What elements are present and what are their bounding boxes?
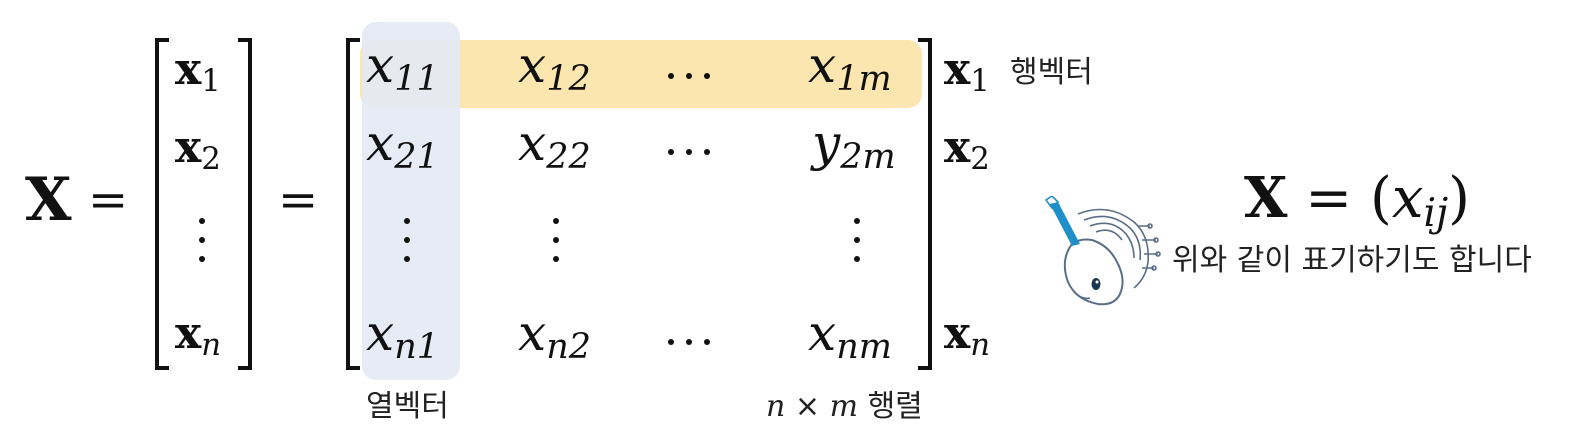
matrix-entry-12: x12	[518, 36, 591, 99]
matrix-col3-vdots	[854, 218, 860, 275]
matrix-entry-1m: x1m	[808, 36, 892, 99]
matrix-right-bracket	[918, 38, 932, 370]
second-equals: =	[278, 172, 319, 228]
compact-caption: 위와 같이 표기하기도 합니다	[1172, 243, 1532, 278]
matrix-col1-vdots	[404, 218, 410, 275]
row-vector-1: x1	[175, 44, 221, 99]
unicorn-mascot-icon	[1044, 196, 1161, 306]
matrix-row2-hdots	[668, 142, 722, 155]
matrix-entry-11: x11	[366, 36, 439, 99]
column-vector-highlight	[362, 22, 460, 380]
matrix-entry-2m: y2m	[812, 114, 896, 177]
row-vector-left-bracket	[155, 38, 169, 370]
right-label-xn: xn	[944, 308, 991, 363]
row-vector-n: xn	[175, 308, 222, 363]
row-vector-vdots	[199, 218, 205, 275]
lhs-symbol: X	[25, 165, 72, 235]
matrix-col2-vdots	[553, 218, 559, 275]
matrix-row1-hdots	[668, 66, 722, 79]
column-vector-annotation: 열벡터	[366, 389, 449, 424]
matrix-entry-n2: xn2	[518, 304, 592, 367]
matrix-entry-21: x21	[366, 114, 439, 177]
matrix-left-bracket	[346, 38, 360, 370]
lhs-equals: =	[88, 172, 129, 228]
row-vector-annotation: 행벡터	[1010, 55, 1093, 90]
right-label-x2: x2	[944, 122, 990, 177]
matrix-entry-22: x22	[518, 114, 591, 177]
matrix-size-annotation: n × m 행렬	[766, 389, 923, 424]
matrix-rown-hdots	[668, 332, 722, 345]
row-vector-right-bracket	[238, 38, 252, 370]
compact-notation: X = (xij)	[1244, 165, 1470, 236]
row-vector-2: x2	[175, 122, 221, 177]
matrix-entry-nm: xnm	[808, 304, 892, 367]
matrix-entry-n1: xn1	[366, 304, 440, 367]
right-label-x1: x1	[944, 44, 990, 99]
